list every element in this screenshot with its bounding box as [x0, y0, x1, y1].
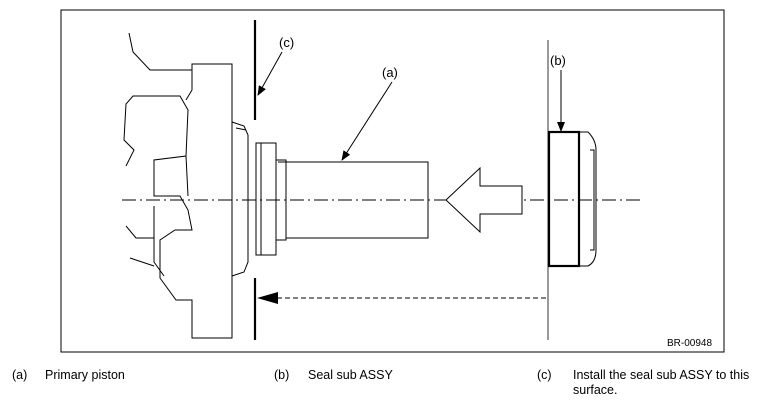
- legend-text-b: Seal sub ASSY: [308, 368, 393, 382]
- legend-text-c: Install the seal sub ASSY to this surfac…: [573, 368, 750, 397]
- callout-c-label: (c): [279, 35, 294, 50]
- callout-a-label: (a): [382, 65, 398, 80]
- install-direction-arrow: [445, 166, 523, 234]
- seal-sub-assy: [547, 130, 597, 268]
- cylinder-body: [123, 32, 249, 339]
- figure-frame: [60, 9, 725, 353]
- legend-key-a: (a): [12, 368, 28, 382]
- callout-b-label: (b): [550, 53, 566, 68]
- legend-key-c: (c): [537, 368, 552, 382]
- legend-text-a: Primary piston: [45, 368, 125, 382]
- legend-key-b: (b): [274, 368, 290, 382]
- callout-a-leader: [341, 81, 393, 161]
- surface-arrowhead: [257, 292, 278, 304]
- figure-id: BR-00948: [667, 338, 712, 349]
- callout-c-leader: [257, 51, 283, 96]
